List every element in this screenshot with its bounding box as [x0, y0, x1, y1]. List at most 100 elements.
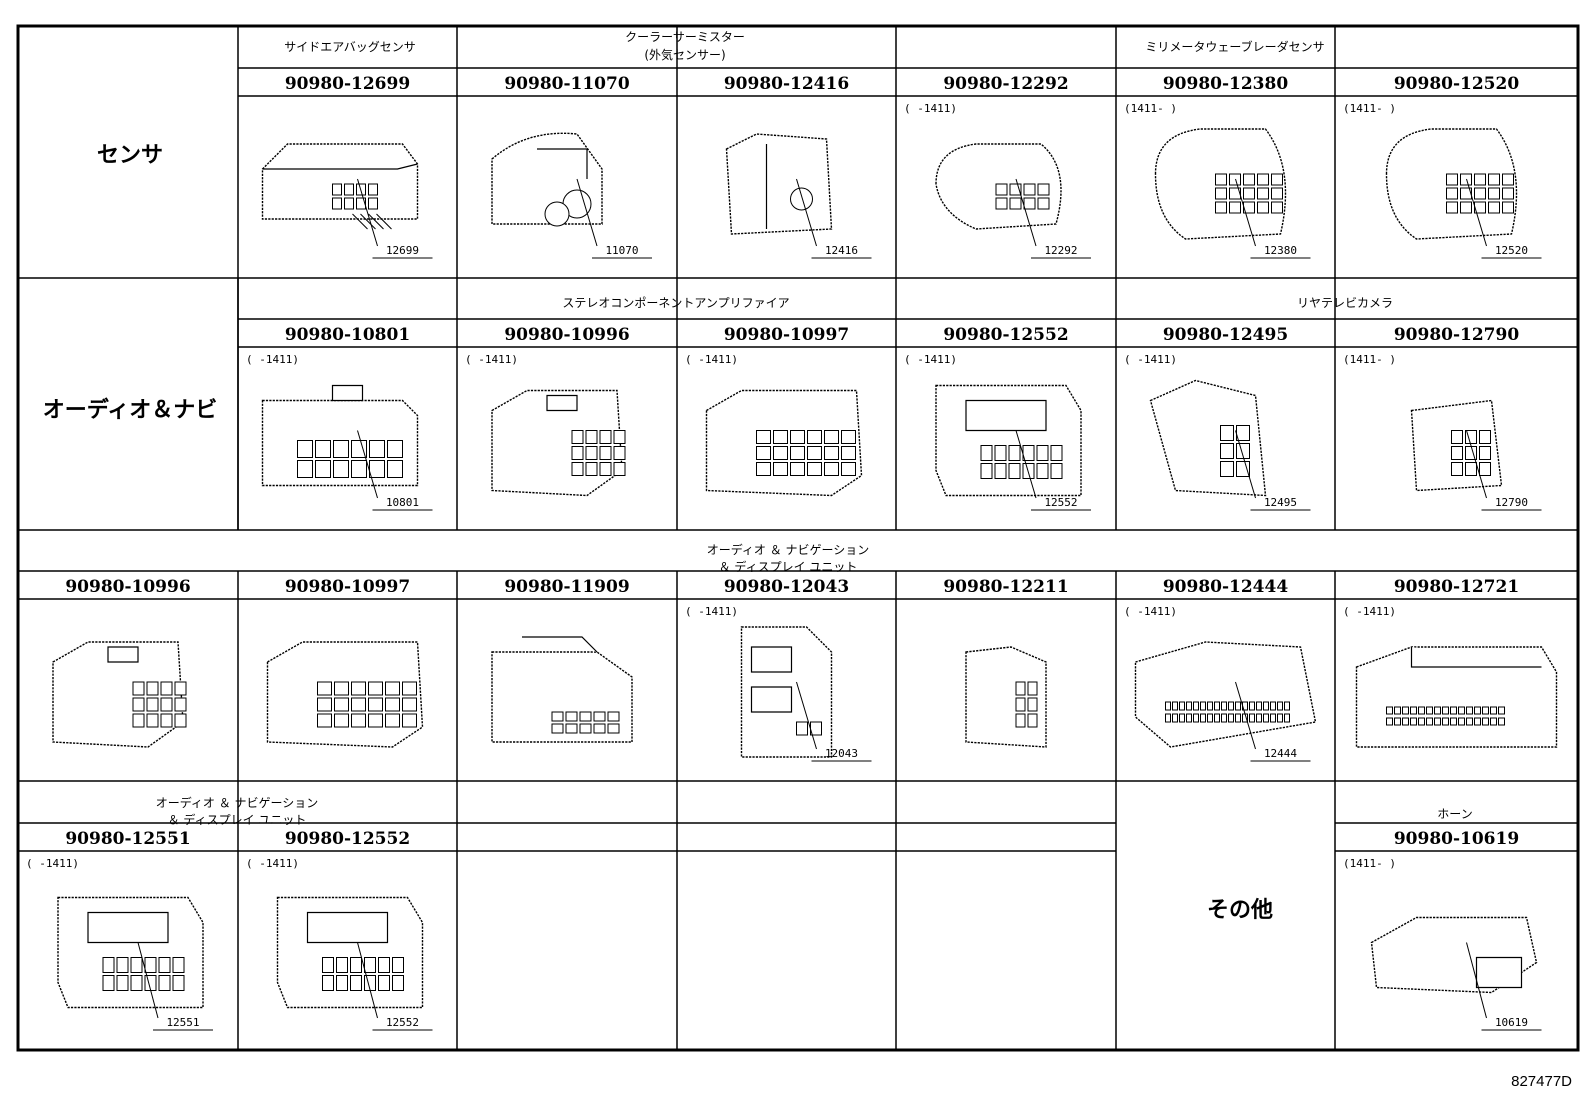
- leader-line: [576, 178, 598, 247]
- cavity: [1474, 187, 1486, 200]
- connector-label: 12699: [386, 244, 419, 257]
- wire: [376, 213, 392, 230]
- cavity: [297, 440, 313, 458]
- part-number: 90980-12721: [1394, 577, 1519, 597]
- cavity: [1037, 197, 1050, 210]
- cavity: [385, 697, 400, 712]
- date-range: ( -1411): [1124, 605, 1177, 618]
- leader-line: [137, 942, 159, 1019]
- cavity: [1263, 713, 1269, 723]
- cavity: [1460, 173, 1472, 186]
- cavity: [841, 430, 856, 444]
- leader-line: [1466, 430, 1487, 499]
- cavity: [334, 697, 349, 712]
- date-range: ( -1411): [904, 102, 957, 115]
- connector-drawing: 12043: [740, 626, 872, 762]
- cavity: [317, 697, 332, 712]
- cavity: [1050, 445, 1063, 461]
- cavity: [1193, 713, 1199, 723]
- cavity: [1488, 187, 1500, 200]
- connector-outline: [1410, 399, 1503, 492]
- cavity: [1214, 713, 1220, 723]
- cavity: [351, 440, 367, 458]
- leader-line: [1466, 178, 1487, 247]
- leader-line: [1466, 942, 1487, 1019]
- cavity: [1451, 446, 1463, 460]
- cavity: [1434, 706, 1441, 715]
- cavity: [1220, 461, 1234, 477]
- connector-outline: [965, 399, 1047, 432]
- connector-drawing: 12495: [1149, 379, 1311, 511]
- cavity: [1386, 717, 1393, 726]
- cavity: [824, 446, 839, 460]
- cavity: [160, 697, 173, 712]
- cavity: [351, 681, 366, 696]
- cavity: [1027, 681, 1038, 696]
- cavity: [585, 430, 598, 444]
- cavity: [807, 462, 822, 476]
- cavity: [1465, 462, 1477, 476]
- part-number: 90980-10619: [1394, 829, 1519, 849]
- cavity: [387, 440, 403, 458]
- cavity: [1015, 697, 1026, 712]
- cavity: [1284, 713, 1290, 723]
- connector-drawing: 10619: [1370, 916, 1542, 1031]
- table-grid: [18, 26, 1578, 1050]
- cavity: [385, 681, 400, 696]
- part-number: 90980-10801: [285, 325, 410, 345]
- cavity: [1229, 173, 1241, 186]
- cavity: [1277, 713, 1283, 723]
- cavity: [1008, 463, 1021, 479]
- cavity: [1036, 463, 1049, 479]
- connector-label: 12380: [1264, 244, 1297, 257]
- cavity: [1426, 717, 1433, 726]
- cavity: [158, 975, 171, 991]
- cavity: [1015, 713, 1026, 728]
- connector-label: 10801: [386, 496, 419, 509]
- cavity: [102, 975, 115, 991]
- cavity: [1442, 706, 1449, 715]
- group-header-display-unit-2: ＆ ディスプレイ ユニット: [168, 812, 307, 827]
- connector-label: 12292: [1044, 244, 1077, 257]
- cavity: [995, 183, 1008, 196]
- date-range: ( -1411): [246, 353, 299, 366]
- cavity: [1215, 201, 1227, 214]
- cavity: [132, 681, 145, 696]
- cavity: [130, 957, 143, 973]
- cavity: [322, 975, 334, 991]
- cavity: [1410, 717, 1417, 726]
- cavity: [824, 462, 839, 476]
- cavity: [378, 975, 390, 991]
- category-sensor: センサ: [97, 143, 163, 168]
- category-other: その他: [1207, 898, 1273, 923]
- cavity: [369, 440, 385, 458]
- wire: [352, 213, 368, 230]
- cavity: [796, 721, 808, 736]
- cavity: [585, 446, 598, 460]
- cavity: [756, 462, 771, 476]
- cavity: [1458, 706, 1465, 715]
- cavity: [1502, 187, 1514, 200]
- cavity: [1446, 201, 1458, 214]
- cavity: [174, 697, 187, 712]
- leader-line: [796, 178, 817, 247]
- cavity: [1465, 430, 1477, 444]
- connector-label: 12551: [166, 1016, 199, 1029]
- leader-line: [1235, 430, 1256, 499]
- connector-outline: [546, 394, 578, 412]
- cavity: [994, 445, 1007, 461]
- cavity: [1479, 430, 1491, 444]
- cavity: [333, 440, 349, 458]
- connector-drawing: [1355, 646, 1558, 748]
- cavity: [773, 430, 788, 444]
- cavity: [571, 430, 584, 444]
- connector-outline: [725, 133, 833, 235]
- cavity: [351, 697, 366, 712]
- connector-outline: [1410, 647, 1542, 668]
- cavity: [1050, 463, 1063, 479]
- connector-drawing: 12292: [935, 143, 1091, 259]
- cavity: [1271, 173, 1283, 186]
- cavity: [593, 711, 606, 722]
- cavity: [1474, 706, 1481, 715]
- cavity: [1179, 701, 1185, 711]
